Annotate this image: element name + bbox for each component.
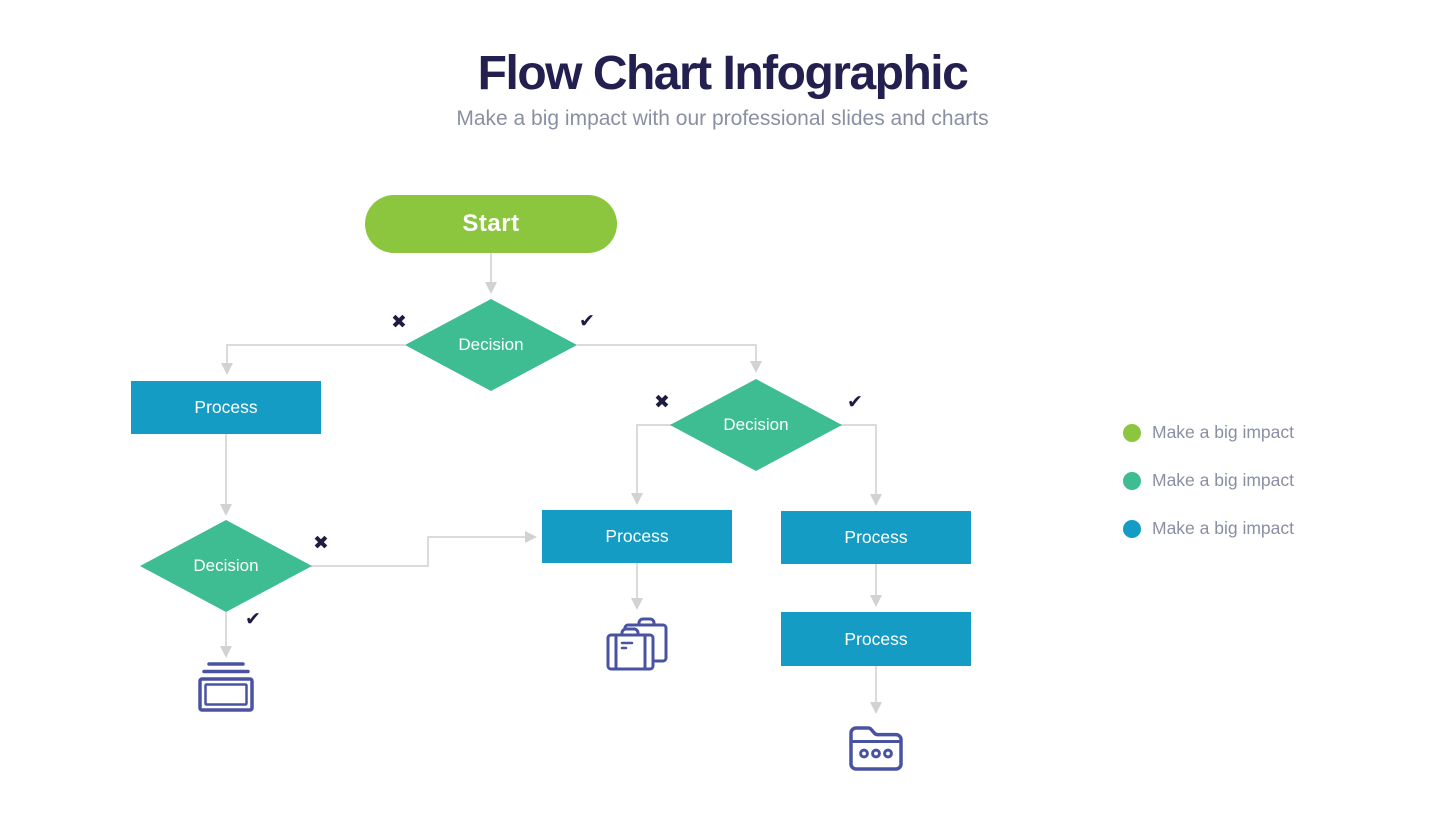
legend-item-decision: Make a big impact	[1123, 470, 1295, 490]
start-node: Start	[365, 195, 617, 253]
decision-3-label: Decision	[723, 415, 789, 434]
process-left-node: Process	[131, 381, 321, 434]
legend-label: Make a big impact	[1152, 422, 1295, 442]
process-right-2-label: Process	[844, 628, 908, 649]
page-subtitle: Make a big impact with our professional …	[456, 107, 989, 131]
legend-dot-green	[1123, 423, 1141, 442]
briefcase-icon	[604, 614, 670, 674]
process-right-2-node: Process	[781, 612, 971, 666]
decision-2-label: Decision	[193, 556, 259, 575]
check-icon: ✔	[245, 608, 261, 630]
process-middle-label: Process	[605, 526, 669, 546]
legend-item-process: Make a big impact	[1123, 518, 1295, 538]
decision-1-label: Decision	[458, 335, 524, 354]
legend-label: Make a big impact	[1152, 470, 1295, 490]
process-middle-node: Process	[542, 510, 732, 563]
legend-label: Make a big impact	[1152, 518, 1295, 538]
process-right-1-label: Process	[844, 527, 908, 547]
archive-tray-icon	[196, 661, 256, 713]
start-node-label: Start	[462, 210, 520, 237]
page-title: Flow Chart Infographic	[477, 47, 969, 100]
legend: Make a big impact Make a big impact Make…	[1123, 422, 1295, 567]
check-icon: ✔	[847, 391, 863, 413]
cross-icon: ✖	[313, 532, 329, 554]
cross-icon: ✖	[391, 311, 407, 333]
legend-dot-teal	[1123, 471, 1141, 490]
header: Flow Chart Infographic Make a big impact…	[0, 46, 1445, 131]
process-left-label: Process	[194, 397, 258, 417]
legend-item-start: Make a big impact	[1123, 422, 1295, 442]
check-icon: ✔	[579, 310, 595, 332]
folder-icon	[847, 720, 905, 772]
process-right-1-node: Process	[781, 511, 971, 564]
legend-dot-blue	[1123, 519, 1141, 538]
cross-icon: ✖	[654, 391, 670, 413]
